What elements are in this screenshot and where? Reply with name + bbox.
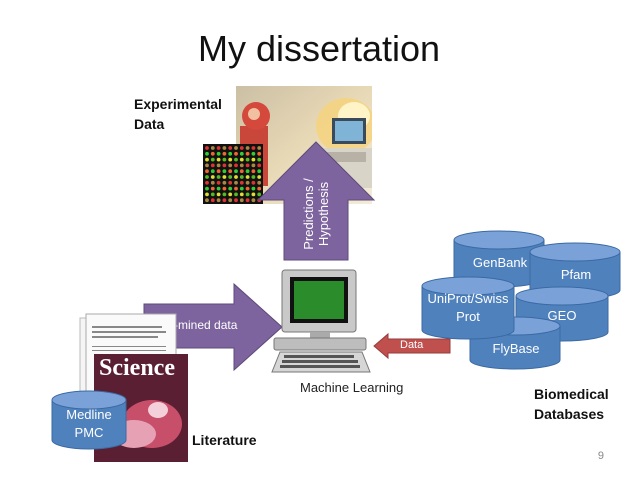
predictions-text: Predictions / Hypothesis: [301, 178, 331, 250]
microarray-image: [203, 144, 263, 204]
data-arrow: [373, 332, 451, 360]
uniprot-label: UniProt/SwissProt: [427, 291, 509, 324]
genbank-cylinder: [453, 230, 545, 288]
literature-label: Literature: [192, 432, 257, 448]
predictions-arrow: [256, 141, 376, 261]
biomedical-databases-label: Biomedical Databases: [534, 386, 609, 422]
experimental-data-text: Experimental Data: [134, 96, 222, 132]
medline-cylinder: [51, 390, 127, 450]
pfam-label: Pfam: [560, 267, 592, 282]
genbank-label: GenBank: [472, 255, 528, 270]
data-arrow-label: Data: [400, 339, 424, 351]
geo-label: GEO: [547, 308, 577, 323]
magazine-title: Science: [99, 355, 175, 381]
page-number: 9: [597, 450, 604, 462]
medline-label: Medline PMC: [66, 407, 112, 440]
slide-title: My dissertation: [197, 28, 441, 69]
machine-learning-label: Machine Learning: [300, 380, 404, 395]
experimental-data-label: Experimental Data: [134, 94, 234, 134]
computer-icon: [271, 269, 371, 373]
predictions-text-wrap: Predictions / Hypothesis: [268, 170, 364, 260]
uniprot-cylinder: [421, 276, 515, 340]
flybase-label: FlyBase: [492, 341, 540, 356]
